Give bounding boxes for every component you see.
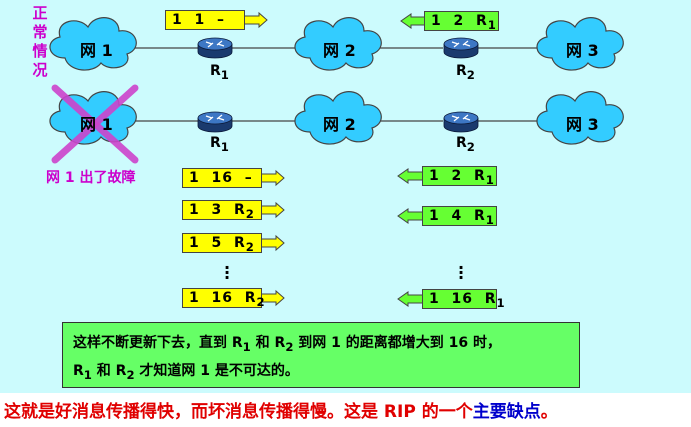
net2-label-bottom: 网 2	[323, 115, 356, 134]
fault-label: 网 1 出了故障	[46, 170, 136, 186]
router-r1-label-bottom: R1	[210, 135, 229, 154]
arrow-right-3	[262, 234, 285, 252]
arrow-left-2	[397, 208, 422, 224]
conclusion-note: 这就是好消息传播得快，而坏消息传播得慢。这是 RIP 的一个主要缺点。	[4, 402, 558, 422]
router-r2-top-icon	[443, 37, 479, 59]
r2-route-update-top: 1 2 R1	[424, 11, 499, 32]
r1-ellipsis: ···	[223, 258, 231, 287]
net1-label-top: 网 1	[80, 41, 113, 60]
network-diagram	[49, 11, 624, 307]
r1-route-update-2: 1 3 R2	[182, 200, 262, 221]
r2-route-update-1: 1 2 R1	[422, 166, 497, 187]
arrow-left-top	[400, 13, 424, 29]
explanation-line-2: R1 和 R2 才知道网 1 是不可达的。	[73, 362, 299, 382]
router-r2-label-bottom: R2	[456, 135, 475, 154]
router-r1-label-top: R1	[210, 63, 229, 82]
arrow-left-1	[397, 168, 422, 184]
r1-route-update-top: 1 1 –	[165, 10, 245, 30]
router-r2-label-top: R2	[456, 63, 475, 82]
r2-ellipsis: ···	[457, 258, 465, 287]
r1-route-update-1: 1 16 –	[182, 168, 262, 188]
r1-route-update-3: 1 5 R2	[182, 233, 262, 254]
arrow-left-3	[397, 291, 422, 307]
failure-cross-icon	[51, 84, 139, 164]
net3-label-bottom: 网 3	[566, 115, 599, 134]
arrow-right-top	[245, 11, 268, 29]
net1-label-bottom: 网 1	[80, 115, 113, 134]
router-r1-bottom-icon	[197, 111, 233, 133]
arrow-right-2	[262, 201, 285, 219]
conclusion-highlight: 主要缺点	[472, 402, 541, 422]
r1-route-update-4: 1 16 R2	[182, 288, 265, 309]
net2-label-top: 网 2	[323, 41, 356, 60]
arrow-right-4	[262, 289, 285, 307]
net3-label-top: 网 3	[566, 41, 599, 60]
router-r1-top-icon	[197, 37, 233, 59]
r2-route-update-2: 1 4 R1	[422, 206, 497, 227]
router-r2-bottom-icon	[443, 111, 479, 133]
explanation-box: 这样不断更新下去，直到 R1 和 R2 到网 1 的距离都增大到 16 时， R…	[62, 322, 580, 388]
explanation-line-1: 这样不断更新下去，直到 R1 和 R2 到网 1 的距离都增大到 16 时，	[73, 335, 502, 354]
r2-route-update-3: 1 16 R1	[422, 289, 505, 310]
arrow-right-1	[262, 169, 285, 187]
normal-case-label: 正常情况	[32, 4, 48, 79]
